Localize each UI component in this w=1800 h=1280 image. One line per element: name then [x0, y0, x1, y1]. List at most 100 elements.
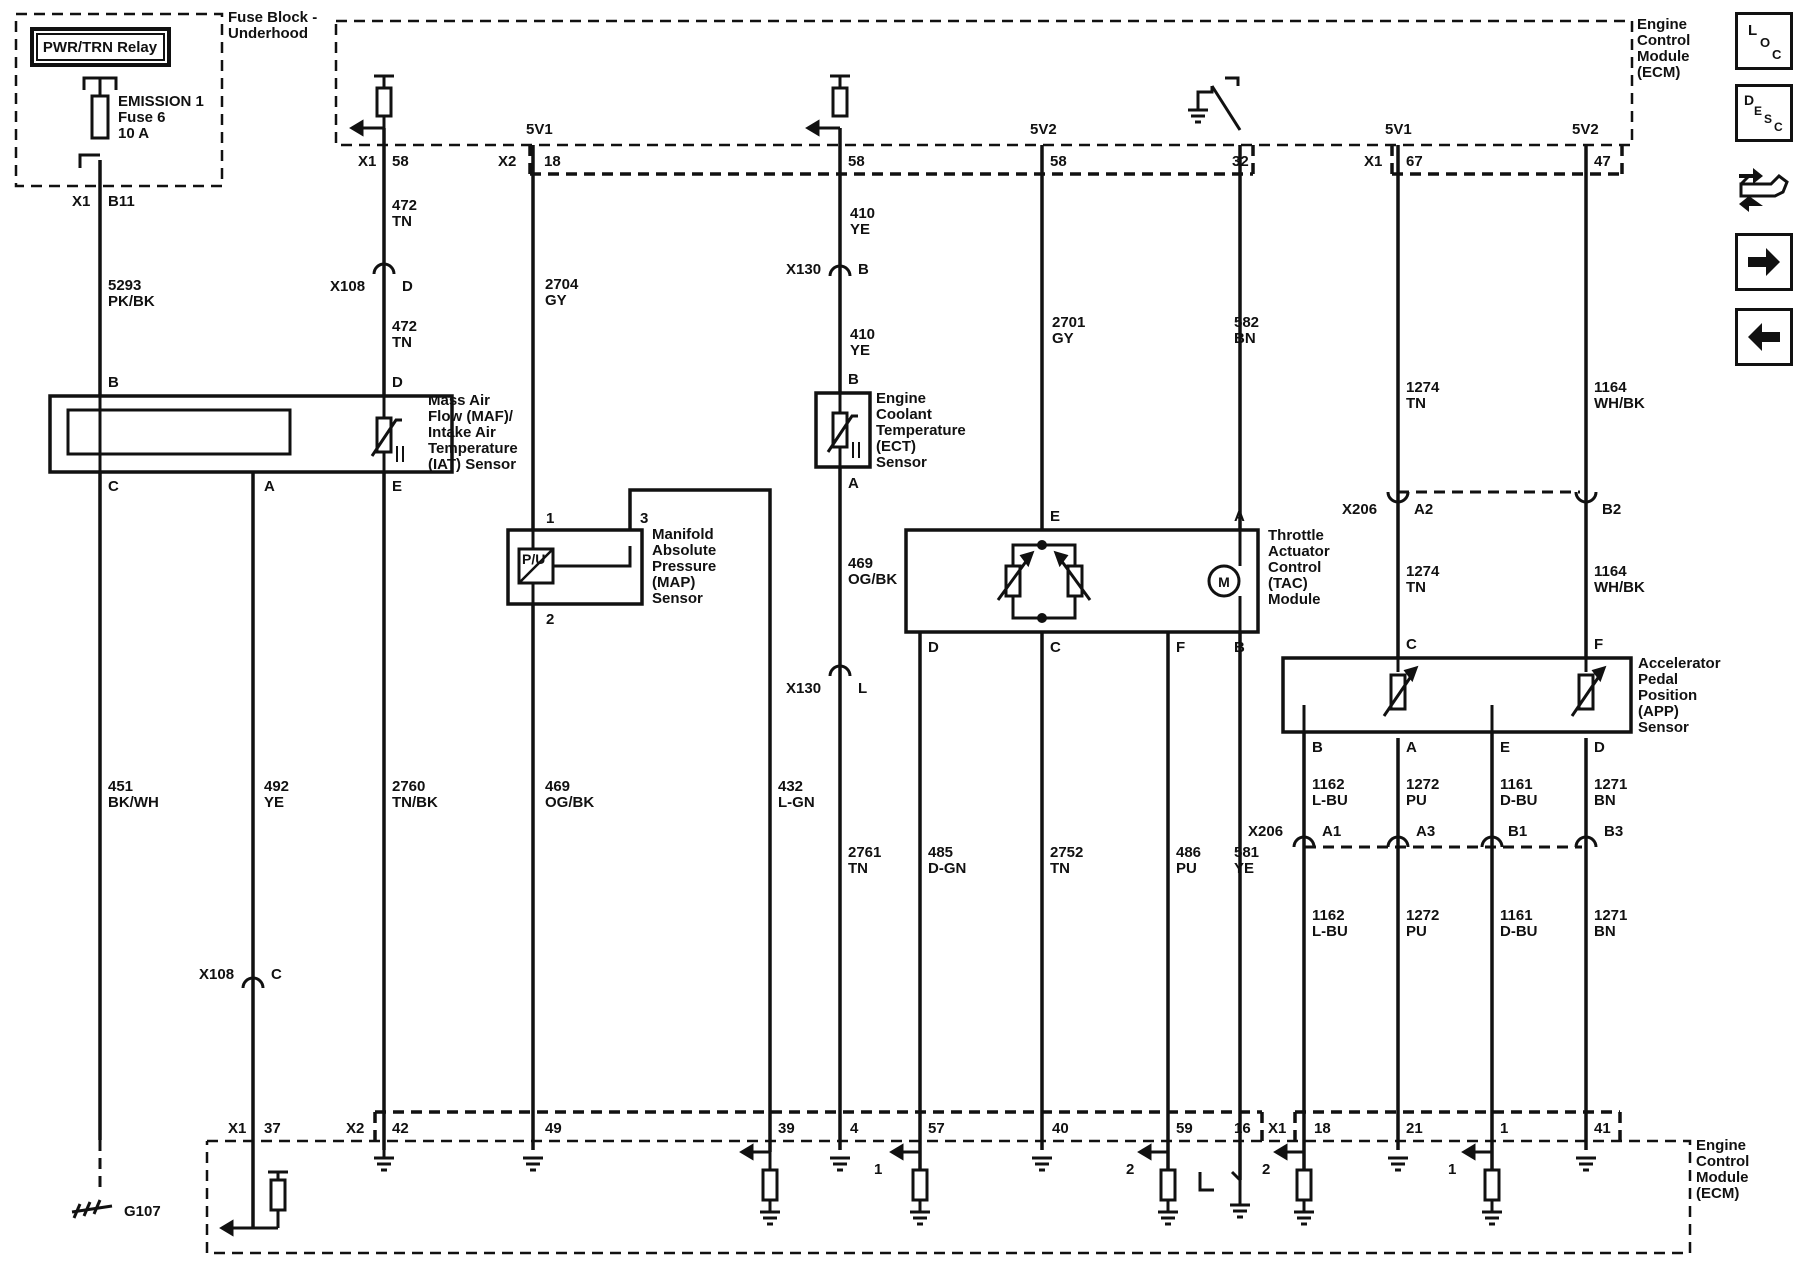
svg-text:C: C — [108, 478, 119, 495]
svg-text:492: 492 — [264, 778, 289, 795]
svg-text:(ECM): (ECM) — [1637, 64, 1680, 81]
svg-text:D: D — [928, 639, 939, 656]
arrow-left-icon — [1137, 1143, 1152, 1161]
svg-text:GY: GY — [1052, 330, 1074, 347]
svg-text:Sensor: Sensor — [652, 590, 703, 607]
svg-text:X108: X108 — [199, 966, 234, 983]
svg-text:TN: TN — [848, 860, 868, 877]
svg-text:1161: 1161 — [1500, 907, 1533, 924]
chassis-ground-icon — [71, 1204, 113, 1214]
svg-text:472: 472 — [392, 197, 417, 214]
arrow-left-icon — [219, 1219, 234, 1237]
svg-text:A1: A1 — [1322, 823, 1341, 840]
svg-text:1271: 1271 — [1594, 907, 1627, 924]
svg-text:X1: X1 — [228, 1120, 246, 1137]
svg-text:WH/BK: WH/BK — [1594, 579, 1645, 596]
pulldown-resistor-57 — [911, 1168, 929, 1202]
svg-text:E: E — [1050, 508, 1060, 525]
svg-text:D: D — [1594, 739, 1605, 756]
svg-text:3: 3 — [640, 510, 648, 527]
svg-text:YE: YE — [850, 342, 870, 359]
svg-text:PK/BK: PK/BK — [108, 293, 155, 310]
svg-text:C: C — [1772, 47, 1782, 62]
svg-text:Sensor: Sensor — [876, 454, 927, 471]
fuse-block-label: Fuse Block - — [228, 9, 317, 26]
svg-text:B3: B3 — [1604, 823, 1623, 840]
svg-text:2: 2 — [546, 611, 554, 628]
previous-arrow-icon[interactable] — [1735, 308, 1793, 366]
ground-icon — [830, 1156, 850, 1172]
svg-text:YE: YE — [1234, 860, 1254, 877]
svg-text:X130: X130 — [786, 261, 821, 278]
svg-text:O: O — [1760, 35, 1770, 50]
svg-text:(MAP): (MAP) — [652, 574, 695, 591]
map-labels: 1 3 2 Manifold Absolute Pressure (MAP) S… — [546, 510, 716, 628]
svg-text:16: 16 — [1234, 1120, 1251, 1137]
connector-view-icon[interactable] — [1735, 158, 1793, 216]
svg-text:5V2: 5V2 — [1572, 121, 1599, 138]
fuse-block-label-2: Underhood — [228, 25, 308, 42]
arrow-left-icon — [805, 119, 820, 137]
svg-text:432: 432 — [778, 778, 803, 795]
svg-text:2: 2 — [1262, 1161, 1270, 1178]
location-icon[interactable]: L O C — [1735, 12, 1793, 70]
svg-text:Pedal: Pedal — [1638, 671, 1678, 688]
ecm-bottom-internals — [71, 1143, 1596, 1237]
svg-text:58: 58 — [392, 153, 409, 170]
svg-text:PU: PU — [1406, 923, 1427, 940]
svg-text:32: 32 — [1232, 153, 1249, 170]
svg-text:Module: Module — [1696, 1169, 1749, 1186]
svg-text:Position: Position — [1638, 687, 1697, 704]
svg-text:472: 472 — [392, 318, 417, 335]
svg-text:OG/BK: OG/BK — [848, 571, 897, 588]
svg-text:Temperature: Temperature — [876, 422, 966, 439]
svg-text:B: B — [858, 261, 869, 278]
fuse-body — [90, 94, 110, 140]
pullup-resistor-37 — [269, 1178, 287, 1212]
svg-text:1164: 1164 — [1594, 379, 1627, 396]
svg-text:42: 42 — [392, 1120, 409, 1137]
svg-text:D: D — [392, 374, 403, 391]
arrow-left-icon — [889, 1143, 904, 1161]
svg-text:X1: X1 — [72, 193, 90, 210]
svg-text:F: F — [1594, 636, 1603, 653]
svg-text:BN: BN — [1594, 792, 1616, 809]
svg-text:BK/WH: BK/WH — [108, 794, 159, 811]
svg-text:D: D — [402, 278, 413, 295]
svg-text:Actuator: Actuator — [1268, 543, 1330, 560]
svg-text:1: 1 — [546, 510, 554, 527]
connector-x206-a3 — [1386, 835, 1410, 848]
connector-x206-a1 — [1292, 835, 1316, 848]
relay-label: PWR/TRN Relay — [43, 39, 158, 56]
svg-text:D-BU: D-BU — [1500, 923, 1538, 940]
svg-text:A: A — [1406, 739, 1417, 756]
ect-labels: B A Engine Coolant Temperature (ECT) Sen… — [848, 371, 966, 492]
next-arrow-icon[interactable] — [1735, 233, 1793, 291]
svg-text:1162: 1162 — [1312, 907, 1345, 924]
svg-text:TN: TN — [392, 213, 412, 230]
svg-text:1274: 1274 — [1406, 379, 1440, 396]
svg-text:BN: BN — [1234, 330, 1256, 347]
arrow-left-icon — [1273, 1143, 1288, 1161]
description-icon[interactable]: D E S C — [1735, 84, 1793, 142]
svg-text:OG/BK: OG/BK — [545, 794, 594, 811]
svg-text:E: E — [1754, 104, 1762, 118]
svg-text:X130: X130 — [786, 680, 821, 697]
tac-labels: E A D C F B Throttle Actuator Control (T… — [928, 508, 1330, 656]
svg-text:Coolant: Coolant — [876, 406, 932, 423]
svg-text:A: A — [264, 478, 275, 495]
ect-sensor — [814, 391, 872, 469]
svg-text:21: 21 — [1406, 1120, 1423, 1137]
svg-text:B1: B1 — [1508, 823, 1527, 840]
pulldown-resistor-59 — [1159, 1168, 1177, 1202]
maf-iat-sensor — [48, 394, 454, 474]
svg-text:A2: A2 — [1414, 501, 1433, 518]
fuse-block-boundary — [14, 12, 224, 188]
svg-text:D: D — [1744, 92, 1754, 108]
svg-text:Manifold: Manifold — [652, 526, 714, 543]
svg-text:41: 41 — [1594, 1120, 1611, 1137]
svg-text:(ECT): (ECT) — [876, 438, 916, 455]
svg-text:Engine: Engine — [1696, 1137, 1746, 1154]
svg-text:5V1: 5V1 — [526, 121, 553, 138]
switch-icon — [1230, 1170, 1242, 1182]
